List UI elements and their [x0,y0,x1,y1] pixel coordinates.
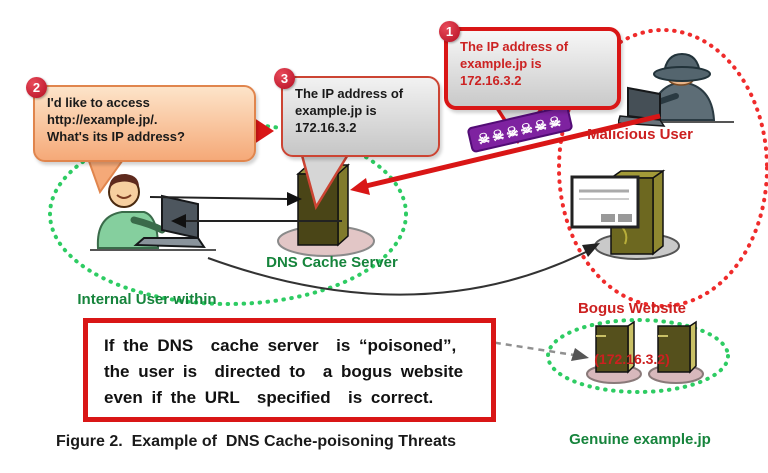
figure-caption: Figure 2. Example of DNS Cache-poisoning… [56,433,457,450]
genuine-site-name: Genuine example.jp [569,431,711,448]
callout-2-line: I'd like to access [47,95,150,110]
callout-1-line: 172.16.3.2 [460,73,522,88]
bogus-website-ip: (172.16.3.2) [594,351,670,367]
internal-user-icon [90,174,216,251]
dns-cache-server-icon [277,163,375,257]
genuine-site-label: Genuine example.jp (192.168.1.23) [545,397,735,473]
dns-server-label: DNS Cache Server [266,254,398,271]
callout-2-line: What's its IP address? [47,129,185,144]
warning-line: the user is directed to a bogus website [104,362,464,381]
warning-box: If the DNS cache server is “poisoned”, t… [83,318,496,422]
internal-user-label-line1: Internal User within [77,291,217,308]
callout-cached-reply: 3 The IP address of example.jp is 172.16… [274,68,440,157]
callout-user-query: 2 I'd like to access http://example.jp/.… [26,77,256,162]
callout-3-line: example.jp is [295,103,377,118]
callout-3-line: The IP address of [295,86,404,101]
genuine-servers-icon [586,320,704,384]
malicious-user-label: Malicious User [587,126,693,143]
callout-1-line: example.jp is [460,56,542,71]
callout-2-line: http://example.jp/. [47,112,158,127]
poisoned-packet-icon: ☠☠☠☠☠☠ [466,104,574,154]
callout-1-line: The IP address of [460,39,569,54]
bogus-website-label: Bogus Website (172.16.3.2) [558,266,706,402]
callout-poisoned-reply: 1 The IP address of example.jp is 172.16… [439,21,621,110]
warning-line: If the DNS cache server is “poisoned”, [104,336,457,355]
malicious-user-icon [618,52,734,127]
step-badge-1: 1 [439,21,460,42]
bogus-website-name: Bogus Website [577,300,687,317]
step-badge-3: 3 [274,68,295,89]
step-badge-2: 2 [26,77,47,98]
warning-line: even if the URL specified is correct. [104,388,434,407]
callout-3-line: 172.16.3.2 [295,120,357,135]
bogus-website-icon [570,169,680,260]
